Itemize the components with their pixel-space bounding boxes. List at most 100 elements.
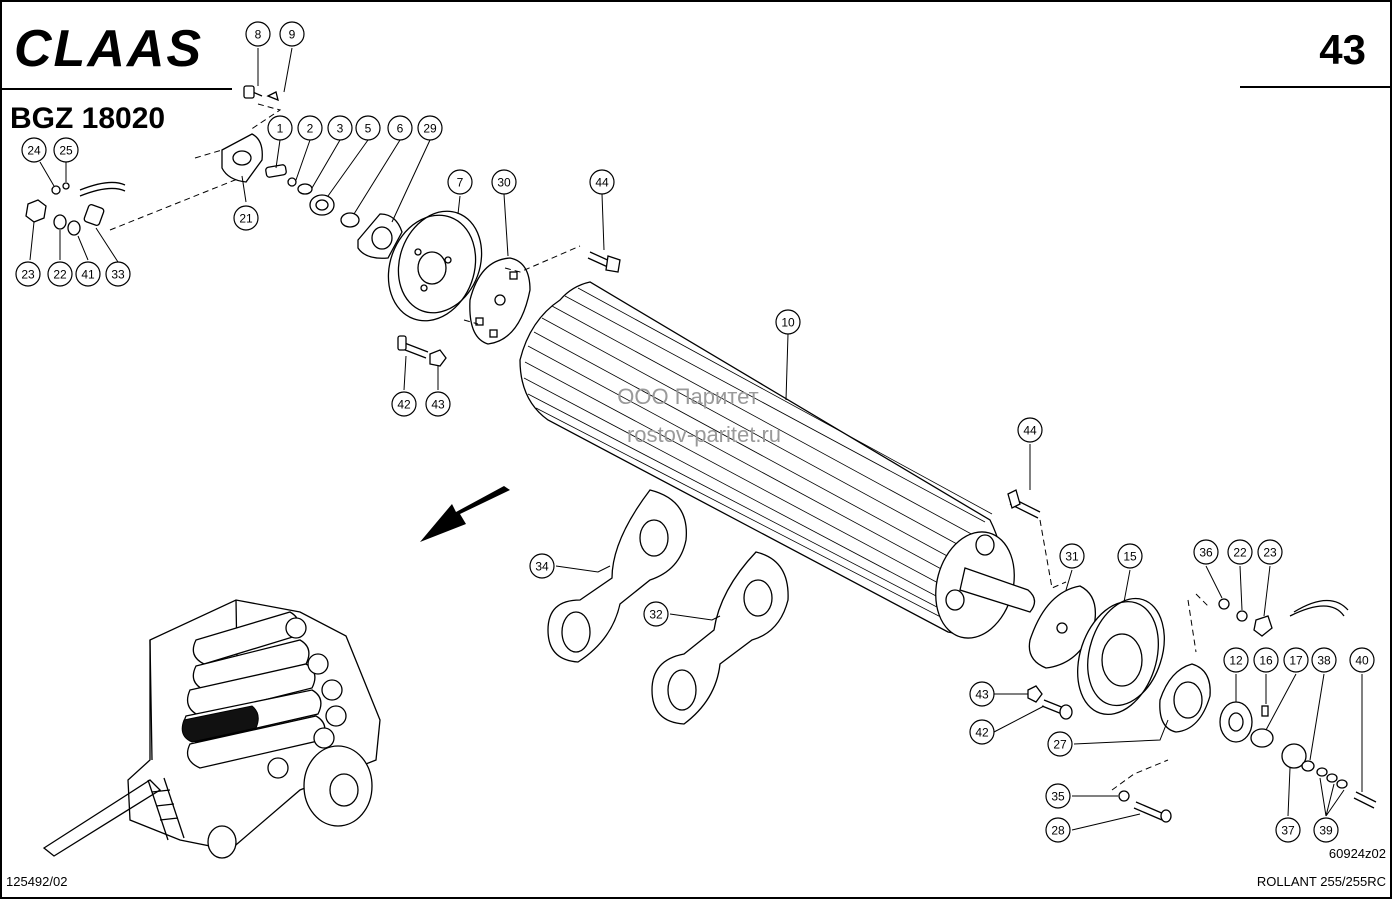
washer-41 <box>67 220 81 236</box>
callout-circle <box>1193 539 1219 565</box>
washer-35 <box>1118 790 1130 802</box>
grease-hose <box>79 181 126 191</box>
callout-circle <box>233 205 259 231</box>
washer-39a <box>1316 767 1328 777</box>
adapter-33 <box>83 204 105 226</box>
callout-number: 6 <box>397 122 404 136</box>
callout-circle <box>969 719 995 745</box>
callout-number: 40 <box>1355 654 1369 668</box>
model-name: ROLLANT 255/255RC <box>1257 874 1386 889</box>
callout-number: 3 <box>337 122 344 136</box>
bolt-40 <box>1353 791 1377 809</box>
callout-21: 21 <box>233 205 259 231</box>
callout-7: 7 <box>447 169 473 195</box>
leader-lines <box>29 47 1363 831</box>
callout-2: 2 <box>297 115 323 141</box>
callout-number: 39 <box>1319 824 1333 838</box>
callout-42: 42 <box>969 719 995 745</box>
link-plate-32 <box>651 551 789 725</box>
callout-circle <box>1313 817 1339 843</box>
washer-39b <box>1326 773 1338 783</box>
roller-shaft <box>959 567 1036 613</box>
callout-number: 2 <box>307 122 314 136</box>
callout-number: 24 <box>27 144 41 158</box>
callout-29: 29 <box>417 115 443 141</box>
callout-3: 3 <box>327 115 353 141</box>
baler-drawbar <box>42 779 162 857</box>
plate-30 <box>463 245 581 345</box>
callout-40: 40 <box>1349 647 1375 673</box>
callout-number: 42 <box>975 726 989 740</box>
callout-number: 44 <box>595 176 609 190</box>
callout-circle <box>417 115 443 141</box>
document-reference: 125492/02 <box>6 874 67 889</box>
baler-ladder <box>147 777 185 841</box>
callout-circle <box>1045 817 1071 843</box>
callout-number: 36 <box>1199 546 1213 560</box>
bearing-12 <box>1219 701 1253 743</box>
callout-22: 22 <box>1227 539 1253 565</box>
callout-number: 41 <box>81 268 95 282</box>
callout-8: 8 <box>245 21 271 47</box>
disc-15 <box>1077 600 1159 716</box>
callout-number: 32 <box>649 608 663 622</box>
callout-28: 28 <box>1045 817 1071 843</box>
callout-number: 21 <box>239 212 253 226</box>
callout-circle <box>1047 731 1073 757</box>
callout-27: 27 <box>1047 731 1073 757</box>
callout-37: 37 <box>1275 817 1301 843</box>
callout-number: 28 <box>1051 824 1065 838</box>
callout-circle <box>643 601 669 627</box>
callout-circle <box>1059 543 1085 569</box>
callout-number: 43 <box>975 688 989 702</box>
washer-36 <box>1218 598 1230 610</box>
callout-43: 43 <box>425 391 451 417</box>
callout-number: 1 <box>277 122 284 136</box>
callout-number: 27 <box>1053 738 1067 752</box>
callout-circle <box>589 169 615 195</box>
callout-30: 30 <box>491 169 517 195</box>
nut-9 <box>266 91 279 102</box>
washer-2 <box>287 177 297 187</box>
callout-number: 33 <box>111 268 125 282</box>
callout-9: 9 <box>279 21 305 47</box>
cover-37 <box>1281 743 1307 769</box>
collar-17 <box>1250 728 1274 748</box>
right-parts-group <box>1007 489 1377 823</box>
callout-circle <box>267 115 293 141</box>
callout-circle <box>279 21 305 47</box>
callout-number: 17 <box>1289 654 1303 668</box>
callout-circle <box>425 391 451 417</box>
callout-17: 17 <box>1283 647 1309 673</box>
callout-circle <box>47 261 73 287</box>
callout-circle <box>1223 647 1249 673</box>
callout-number: 5 <box>365 122 372 136</box>
callout-circle <box>245 21 271 47</box>
callout-circle <box>15 261 41 287</box>
callout-circle <box>491 169 517 195</box>
bearing-5 <box>309 194 335 216</box>
washer-22-right <box>1236 610 1248 622</box>
callout-42: 42 <box>391 391 417 417</box>
callout-circle <box>1017 417 1043 443</box>
pressing-roller-10 <box>519 281 1036 639</box>
callout-43: 43 <box>969 681 995 707</box>
callout-circle <box>1283 647 1309 673</box>
callout-41: 41 <box>75 261 101 287</box>
callout-number: 7 <box>457 176 464 190</box>
callout-number: 42 <box>397 398 411 412</box>
ring-3 <box>297 183 313 195</box>
bolts-upper <box>397 251 621 367</box>
baler-jockey-wheel <box>207 825 237 859</box>
bearing-housing-27 <box>1159 663 1211 733</box>
callout-number: 44 <box>1023 424 1037 438</box>
callout-1: 1 <box>267 115 293 141</box>
callout-23: 23 <box>15 261 41 287</box>
callout-circle <box>969 681 995 707</box>
callout-number: 34 <box>535 560 549 574</box>
callout-22: 22 <box>47 261 73 287</box>
callout-circle <box>529 553 555 579</box>
left-fittings-group <box>25 159 241 236</box>
